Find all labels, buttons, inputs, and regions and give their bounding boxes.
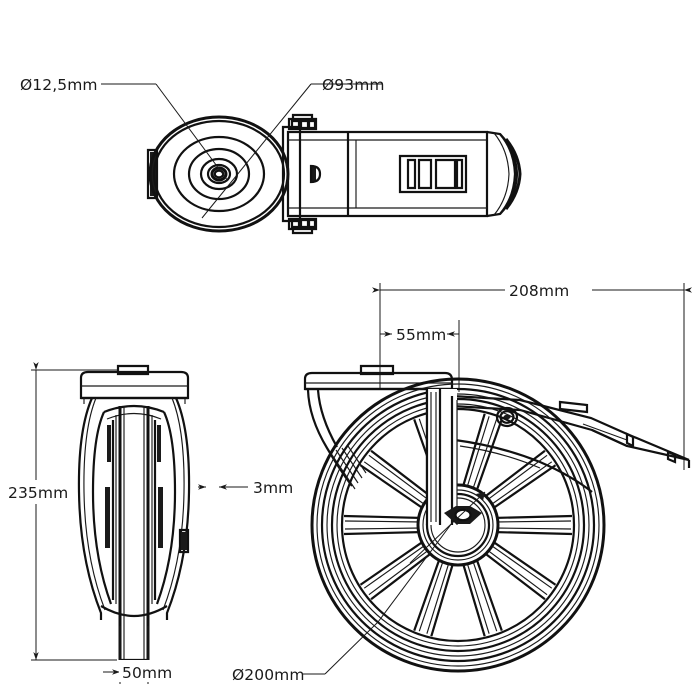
label-flange-gap: 3mm [253,479,293,497]
dimension-wheel-diameter: Ø200mm [232,621,379,684]
label-tread-width: 50mm [122,664,172,682]
side-view-wheel [310,377,606,673]
label-bore-diameter: Ø12,5mm [20,76,98,94]
brake-contact-arrow [409,491,486,564]
dimension-flange-gap: 3mm [198,479,293,497]
dimension-overall-length: 208mm [372,282,692,470]
label-overall-height: 235mm [8,484,68,502]
label-overall-length: 208mm [509,282,569,300]
dimension-bore-diameter: Ø12,5mm [20,76,229,182]
front-view-fork [77,397,191,620]
front-view-tread [115,406,153,662]
dimension-tread-width: 50mm [103,626,172,684]
top-view-stem-arm [286,130,522,218]
label-plate-diameter: Ø93mm [322,76,385,94]
dimension-offset-length: 55mm [380,320,460,392]
wheel-axle-nut [444,506,482,524]
wheel-spokes [343,413,573,637]
top-view: Ø12,5mm Ø93mm [20,76,522,235]
front-view: 235mm 50mm 3mm [2,362,293,684]
side-view: 208mm 55mm [232,282,692,684]
label-offset-length: 55mm [396,326,446,344]
dimension-overall-height: 235mm [2,362,117,661]
dimension-plate-diameter: Ø93mm [201,76,385,219]
front-view-top-plate [79,364,190,404]
label-wheel-diameter: Ø200mm [232,666,305,684]
top-view-mounting-plate [146,115,290,233]
top-view-swivel-housing [281,113,322,235]
side-view-brake-lever [451,394,691,493]
wheel-center-leader [377,518,456,623]
